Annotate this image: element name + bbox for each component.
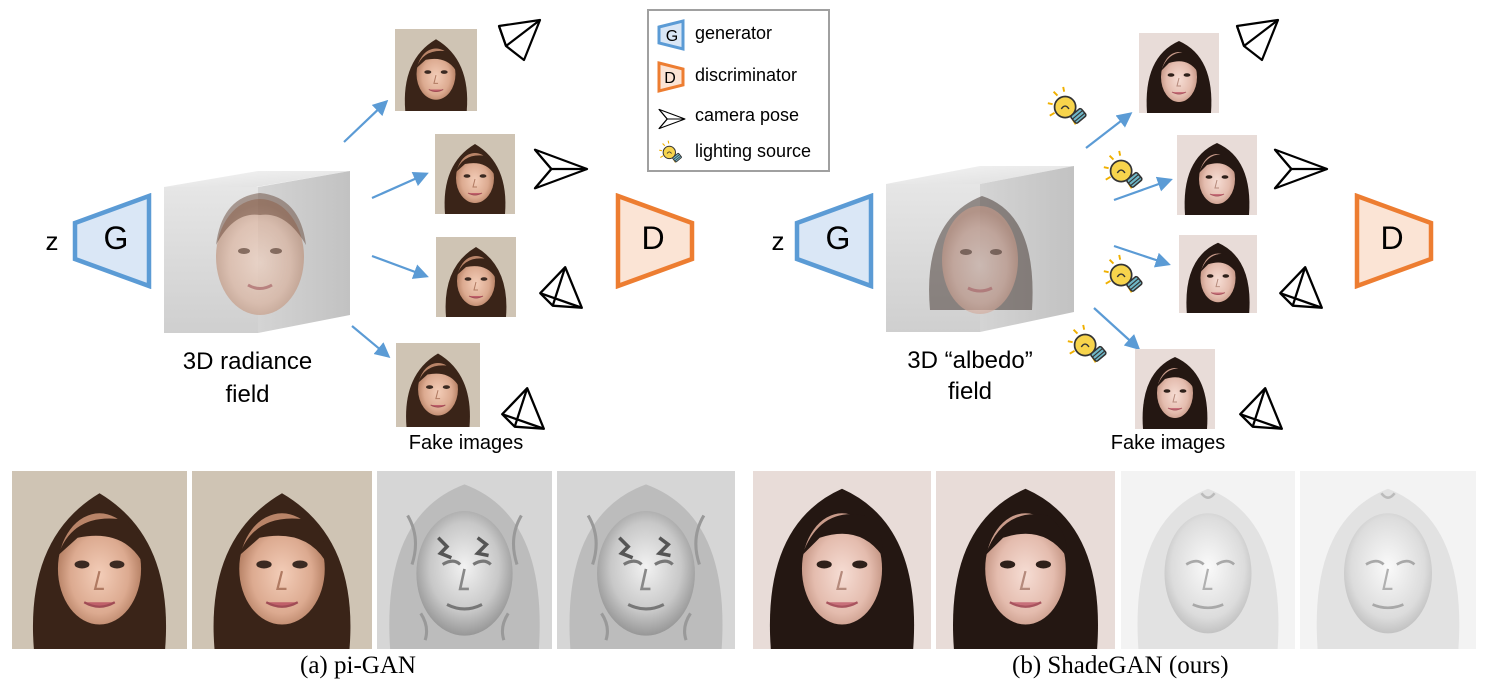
left-arrow-1 bbox=[343, 99, 389, 143]
left-fake-image-4 bbox=[396, 342, 480, 428]
shadegan-geometry-image-2 bbox=[1300, 471, 1476, 649]
legend-discriminator-symbol: D bbox=[664, 70, 676, 87]
left-discriminator: D bbox=[615, 192, 695, 290]
left-arrows bbox=[343, 99, 429, 358]
left-z-label: z bbox=[45, 226, 59, 256]
left-field-label-line2: field bbox=[225, 381, 270, 408]
discriminator-trapezoid-icon bbox=[1354, 192, 1434, 290]
left-caption: (a) pi-GAN bbox=[300, 652, 416, 679]
right-fake-image-2 bbox=[1177, 134, 1257, 216]
right-generator: G bbox=[794, 192, 874, 290]
right-arrow-4 bbox=[1093, 307, 1141, 351]
legend-discriminator: D discriminator bbox=[649, 59, 832, 95]
legend-camera-label: camera pose bbox=[695, 105, 800, 125]
camera-pose-icon bbox=[1232, 383, 1288, 435]
right-caption: (b) ShadeGAN (ours) bbox=[1012, 652, 1229, 679]
right-albedo-field-cube bbox=[882, 160, 1078, 336]
shadegan-geometry-image-1 bbox=[1121, 471, 1295, 649]
legend: G generator D discriminator camera pose … bbox=[647, 9, 830, 172]
left-field-label-line1: 3D radiance bbox=[182, 348, 313, 375]
generator-trapezoid-icon bbox=[72, 192, 152, 290]
legend-camera: camera pose bbox=[649, 99, 832, 135]
pigan-geometry-image-2 bbox=[557, 471, 735, 649]
right-arrow-3 bbox=[1113, 244, 1171, 268]
right-fake-image-3 bbox=[1179, 234, 1257, 314]
left-arrow-2 bbox=[371, 171, 429, 200]
legend-generator-symbol: G bbox=[666, 28, 678, 45]
left-discriminator-symbol: D bbox=[641, 220, 665, 256]
left-fake-image-2 bbox=[435, 134, 515, 214]
camera-pose-icon bbox=[494, 383, 550, 435]
camera-pose-icon bbox=[1272, 144, 1330, 194]
right-arrows bbox=[1085, 112, 1173, 351]
right-z-label: z bbox=[771, 226, 785, 256]
left-generator-symbol: G bbox=[103, 220, 129, 256]
left-generator: G bbox=[72, 192, 152, 290]
legend-generator-label: generator bbox=[695, 23, 773, 43]
legend-lighting: lighting source bbox=[649, 135, 832, 171]
legend-discriminator-label: discriminator bbox=[695, 65, 798, 85]
right-fake-image-4 bbox=[1135, 349, 1215, 429]
left-arrow-4 bbox=[351, 325, 391, 358]
shadegan-result-image-2 bbox=[936, 471, 1115, 649]
left-fake-images-label: Fake images bbox=[408, 432, 524, 454]
right-field-label-line1: 3D “albedo” bbox=[907, 347, 1033, 374]
discriminator-trapezoid-icon: D bbox=[657, 61, 685, 93]
left-radiance-field-cube bbox=[160, 165, 355, 337]
right-discriminator-symbol: D bbox=[1380, 220, 1404, 256]
right-fake-image-1 bbox=[1139, 33, 1219, 113]
pigan-result-image-1 bbox=[12, 471, 187, 649]
right-generator-symbol: G bbox=[825, 220, 851, 256]
discriminator-trapezoid-icon bbox=[615, 192, 695, 290]
pigan-geometry-image-1 bbox=[377, 471, 552, 649]
right-field-label-line2: field bbox=[947, 378, 993, 405]
shadegan-result-image-1 bbox=[753, 471, 931, 649]
right-arrow-2 bbox=[1113, 176, 1173, 202]
camera-pose-icon bbox=[532, 262, 588, 314]
right-discriminator: D bbox=[1354, 192, 1434, 290]
lighting-source-icon bbox=[657, 139, 685, 167]
generator-trapezoid-icon: G bbox=[657, 19, 685, 51]
generator-trapezoid-icon bbox=[794, 192, 874, 290]
right-arrow-1 bbox=[1085, 112, 1133, 149]
left-fake-image-1 bbox=[395, 29, 477, 111]
legend-lighting-label: lighting source bbox=[695, 141, 812, 161]
left-fake-image-3 bbox=[435, 237, 517, 317]
camera-pose-icon bbox=[657, 107, 687, 131]
pigan-result-image-2 bbox=[192, 471, 372, 649]
camera-pose-icon bbox=[492, 16, 546, 66]
camera-pose-icon bbox=[1272, 262, 1328, 314]
left-arrow-3 bbox=[371, 254, 429, 279]
legend-generator: G generator bbox=[649, 17, 832, 53]
right-fake-images-label: Fake images bbox=[1110, 432, 1226, 454]
camera-pose-icon bbox=[1230, 16, 1284, 66]
camera-pose-icon bbox=[532, 144, 590, 194]
